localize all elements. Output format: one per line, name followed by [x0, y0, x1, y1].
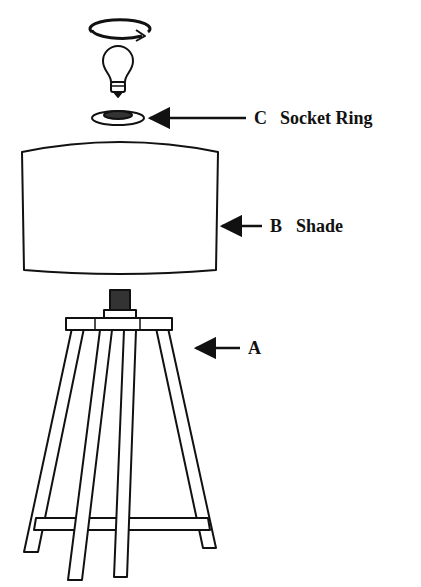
part-letter-holder: A	[248, 338, 261, 359]
part-letter: A	[248, 338, 261, 358]
part-letter-holder: B	[270, 216, 282, 237]
light-bulb	[103, 46, 133, 97]
part-name: Shade	[296, 216, 343, 236]
lamp-shade	[22, 142, 218, 274]
part-name: Socket Ring	[280, 108, 373, 128]
leader-arrow	[150, 117, 246, 120]
leader-arrow	[196, 347, 240, 350]
rotation-ring	[90, 20, 150, 41]
socket-ring	[92, 111, 144, 125]
part-name-holder: Shade	[296, 216, 343, 237]
lamp-socket	[104, 290, 136, 319]
part-letter: B	[270, 216, 282, 236]
part-letter: C	[254, 108, 267, 128]
part-name-holder: Socket Ring	[280, 108, 373, 129]
part-letter-holder: C	[254, 108, 267, 129]
lamp-base	[24, 318, 216, 580]
leader-arrow	[222, 225, 262, 228]
